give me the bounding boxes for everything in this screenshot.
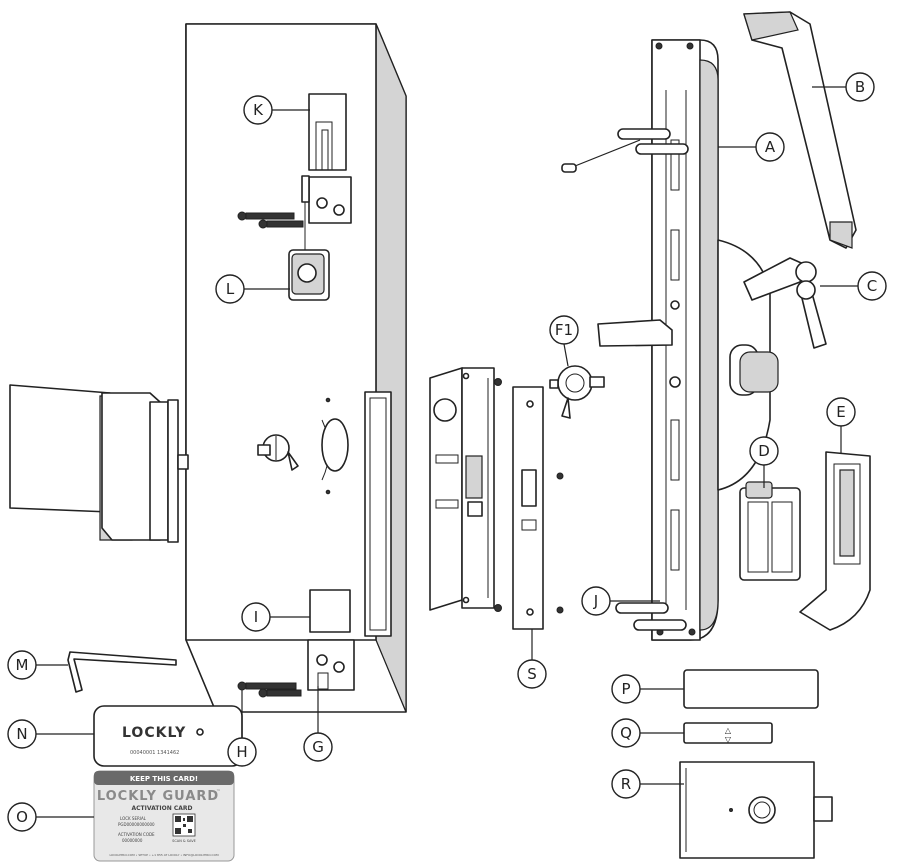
svg-text:E: E xyxy=(836,403,845,421)
mortise-lock-body xyxy=(429,367,502,612)
callout-j: J xyxy=(581,586,660,616)
svg-text:O: O xyxy=(16,808,28,826)
card-footer: LOCKLYPRO.COM • SETUP • +1 855 AT LOCKLY… xyxy=(109,853,218,857)
tag-card-serial: 00040001 1341462 xyxy=(130,750,179,756)
lockly-tag-card: LOCKLY 00040001 1341462 xyxy=(93,705,243,767)
card-header: KEEP THIS CARD! xyxy=(130,775,198,783)
svg-text:P: P xyxy=(621,680,630,698)
svg-text:I: I xyxy=(254,608,258,626)
callout-q: Q xyxy=(611,718,684,748)
svg-text:Q: Q xyxy=(620,724,632,742)
callout-f1: F1 xyxy=(549,315,579,367)
exterior-lever xyxy=(597,319,673,347)
callout-i: I xyxy=(241,602,310,632)
strike-plate-i xyxy=(309,589,351,633)
mounting-posts-top xyxy=(561,128,689,173)
lock-serial-value: PGD00000000000 xyxy=(118,822,155,827)
svg-text:D: D xyxy=(758,442,770,460)
qr-caption: SCAN & SAVE xyxy=(172,839,196,843)
exterior-lock-body-a xyxy=(651,39,779,641)
deadbolt-module-r xyxy=(679,761,833,859)
top-mounting-plate xyxy=(301,175,352,250)
callout-b: B xyxy=(812,72,875,102)
hex-key-m xyxy=(67,651,177,693)
activation-code-label: ACTIVATION CODE xyxy=(118,832,155,837)
arrow-up-symbol: △ xyxy=(725,726,732,735)
callout-n: N xyxy=(7,719,94,749)
callout-e: E xyxy=(826,397,856,454)
callout-h: H xyxy=(227,690,257,767)
svg-text:B: B xyxy=(855,78,865,96)
svg-text:N: N xyxy=(16,725,27,743)
arrow-down-symbol: ▽ xyxy=(725,735,732,744)
callout-c: C xyxy=(820,271,887,301)
card-brand: LOCKLY GUARD xyxy=(97,789,219,804)
cylinder-cam-f1 xyxy=(549,365,605,419)
blank-plate-p xyxy=(683,669,819,709)
callout-m: M xyxy=(7,650,68,680)
callout-l: L xyxy=(215,274,290,304)
svg-text:A: A xyxy=(765,138,776,156)
svg-text:F1: F1 xyxy=(555,321,573,339)
battery-cover-e xyxy=(799,451,871,631)
svg-text:J: J xyxy=(593,592,598,610)
callout-p: P xyxy=(611,674,684,704)
screws-bottom xyxy=(237,681,302,698)
interior-lever-handle xyxy=(9,384,189,543)
handle-b xyxy=(743,11,857,249)
arrow-plate-q: △ ▽ xyxy=(683,722,773,744)
svg-text:C: C xyxy=(867,277,877,295)
cam-cylinder xyxy=(257,434,299,471)
svg-text:K: K xyxy=(253,101,264,119)
screws-top xyxy=(237,211,304,229)
callout-o: O xyxy=(7,802,94,832)
callout-r: R xyxy=(611,769,684,799)
svg-text:H: H xyxy=(236,743,247,761)
bottom-mounting-plate xyxy=(307,639,355,691)
card-subtitle: ACTIVATION CARD xyxy=(132,805,193,812)
strike-plate-k xyxy=(308,93,347,171)
callout-g: G xyxy=(303,686,333,762)
battery-pack-d xyxy=(739,481,801,581)
keys-c xyxy=(743,257,827,349)
activation-code-value: 00000000 xyxy=(122,838,143,843)
svg-text:M: M xyxy=(16,656,29,674)
activation-card: KEEP THIS CARD! LOCKLY GUARD ™ ACTIVATIO… xyxy=(93,770,235,862)
faceplate-s xyxy=(512,386,564,630)
tag-card-brand: LOCKLY xyxy=(122,725,186,741)
callout-a: A xyxy=(718,132,785,162)
qr-code xyxy=(172,813,196,837)
lock-serial-label: LOCK SERIAL xyxy=(120,816,147,821)
callout-k: K xyxy=(243,95,310,125)
square-escutcheon-l xyxy=(288,249,330,301)
card-trademark: ™ xyxy=(216,789,221,795)
callout-d: D xyxy=(749,436,779,488)
door-panel xyxy=(185,23,407,713)
svg-text:R: R xyxy=(621,775,631,793)
svg-text:G: G xyxy=(312,738,324,756)
callout-s: S xyxy=(517,629,547,689)
svg-text:S: S xyxy=(527,665,537,683)
svg-text:L: L xyxy=(226,280,235,298)
mounting-posts-bottom-j xyxy=(615,602,687,631)
